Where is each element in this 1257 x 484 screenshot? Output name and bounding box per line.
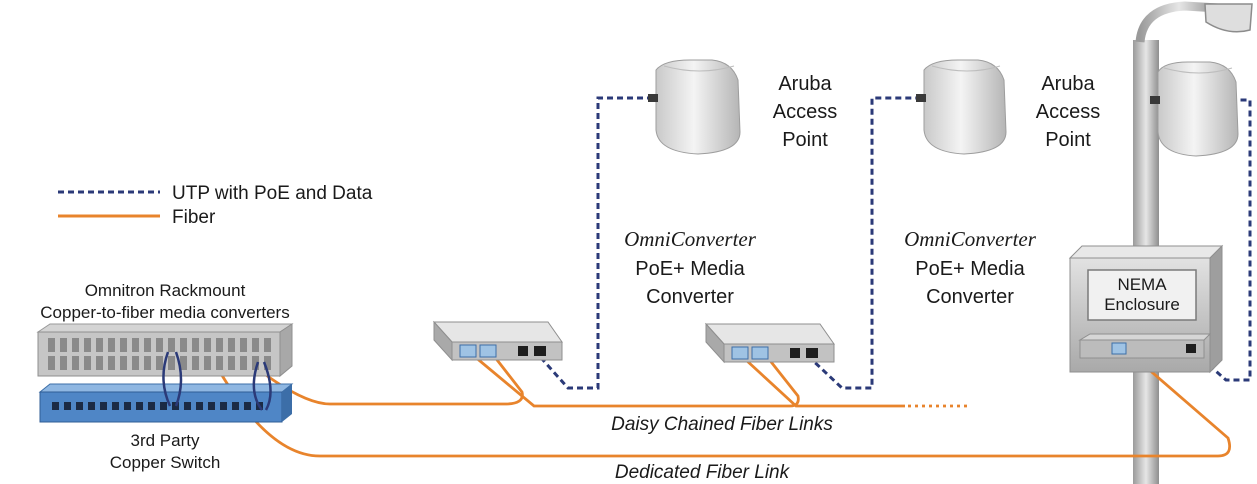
labels: Omnitron Rackmount Copper-to-fiber media…: [40, 73, 1180, 483]
ap1-label-line1: Aruba: [778, 73, 832, 95]
ap1-label-line3: Point: [782, 129, 828, 151]
media-converter-2: [704, 322, 835, 364]
utp-link-2: [806, 96, 924, 390]
daisy-chain-label: Daisy Chained Fiber Links: [611, 414, 833, 435]
rackmount-label-line2: Copper-to-fiber media converters: [40, 303, 289, 322]
legend-fiber-label: Fiber: [172, 207, 216, 228]
ap1-label-line2: Access: [773, 101, 837, 123]
access-point-2: [916, 59, 1007, 155]
access-point-3: [1150, 61, 1239, 157]
copper-switch: [38, 383, 294, 423]
ap2-label-line3: Point: [1045, 129, 1091, 151]
ap2-label-line1: Aruba: [1041, 73, 1095, 95]
fiber-converter2-onward: [745, 358, 905, 408]
patch-cables: [162, 351, 272, 411]
converter1-brand: OmniConverter: [624, 227, 757, 251]
nema-enclosure: [1068, 244, 1224, 374]
converter2-label-line2: Converter: [926, 286, 1014, 308]
legend-utp-label: UTP with PoE and Data: [172, 183, 373, 204]
switch-label-line2: Copper Switch: [110, 453, 221, 472]
rackmount-chassis: [36, 323, 294, 378]
nema-label-line1: NEMA: [1117, 275, 1167, 294]
converter2-brand: OmniConverter: [904, 227, 1037, 251]
rackmount-label-line1: Omnitron Rackmount: [85, 281, 246, 300]
utp-cables: [532, 96, 1252, 390]
media-converter-1: [432, 320, 563, 362]
fiber-converter1-to-converter2: [473, 354, 800, 408]
converter2-label-line1: PoE+ Media: [915, 258, 1025, 280]
converter1-label-line2: Converter: [646, 286, 734, 308]
converter1-label-line1: PoE+ Media: [635, 258, 745, 280]
nema-label-line2: Enclosure: [1104, 295, 1180, 314]
legend: UTP with PoE and Data Fiber: [58, 183, 373, 228]
dedicated-fiber-label: Dedicated Fiber Link: [615, 462, 791, 483]
access-point-1: [648, 59, 741, 155]
utp-link-1: [532, 96, 655, 390]
ap2-label-line2: Access: [1036, 101, 1100, 123]
switch-label-line1: 3rd Party: [131, 431, 200, 450]
